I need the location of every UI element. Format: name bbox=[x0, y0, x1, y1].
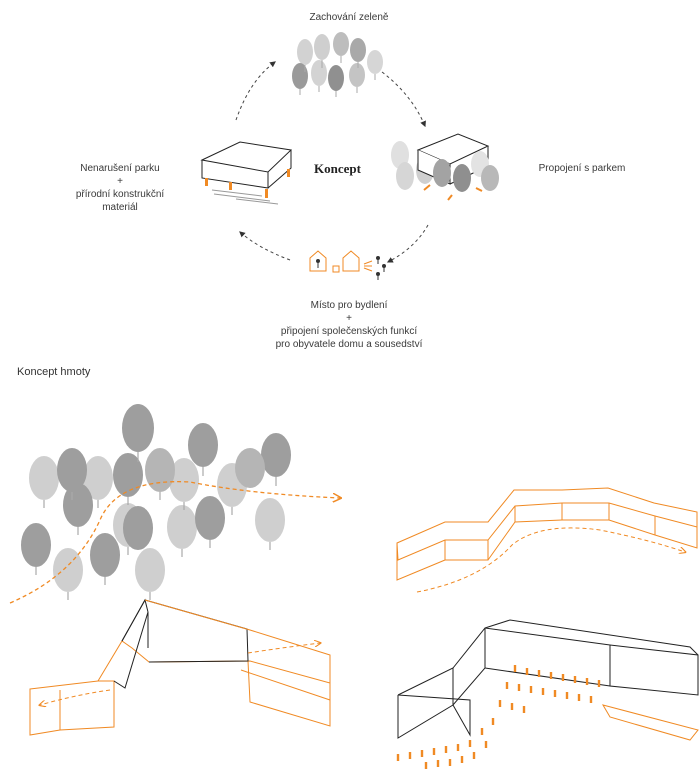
top-tree-cluster bbox=[292, 32, 383, 97]
label-bottom-line-2: + bbox=[346, 313, 352, 324]
label-right: Propojení s parkem bbox=[538, 163, 626, 174]
label-bottom-line-3: připojení společenských funkcí bbox=[280, 326, 418, 337]
label-left-line-4: materiál bbox=[102, 202, 138, 213]
right-building-trees bbox=[391, 133, 499, 201]
pillared-mass bbox=[396, 619, 699, 769]
label-left-line-3: přírodní konstrukční bbox=[75, 189, 165, 200]
people-icons bbox=[316, 256, 386, 280]
concept-title: Koncept bbox=[314, 161, 361, 176]
split-mass bbox=[29, 598, 331, 736]
orange-mass-outline bbox=[396, 487, 698, 593]
label-bottom-line-1: Místo pro bydlení bbox=[310, 300, 388, 311]
tree-field bbox=[9, 404, 340, 604]
housing-icons bbox=[309, 250, 373, 273]
mass-section-title: Koncept hmoty bbox=[17, 366, 91, 378]
label-left-line-1: Nenarušení parku bbox=[80, 163, 160, 174]
label-left-line-2: + bbox=[117, 176, 123, 187]
left-building bbox=[200, 141, 293, 205]
label-bottom: Místo pro bydlení + připojení společensk… bbox=[219, 299, 479, 351]
cycle-arrows bbox=[235, 61, 429, 263]
label-bottom-line-4: pro obyvatele domu a sousedství bbox=[275, 339, 423, 350]
label-top: Zachování zeleně bbox=[309, 12, 389, 23]
label-left: Nenarušení parku + přírodní konstrukční … bbox=[40, 162, 200, 214]
